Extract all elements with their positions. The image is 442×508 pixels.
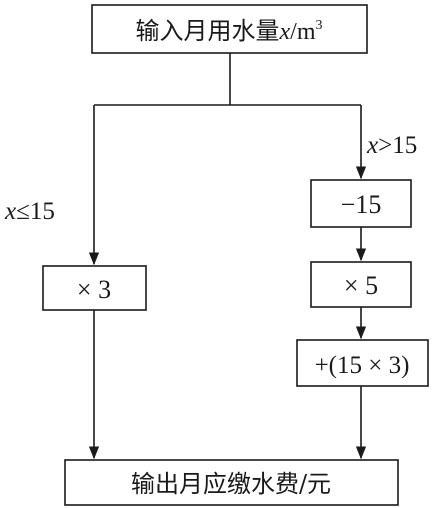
minus15-box: −15 bbox=[310, 179, 412, 228]
minus15-label: −15 bbox=[341, 190, 382, 219]
connectors bbox=[88, 53, 367, 460]
branch-left-label: x≤15 bbox=[4, 198, 55, 225]
plus-box: +(15 × 3) bbox=[296, 339, 429, 387]
output-label: 输出月应缴水费/元 bbox=[131, 470, 331, 498]
input-box: 输入月用水量x/m3 bbox=[91, 4, 368, 54]
input-box-var: x bbox=[279, 19, 291, 45]
times5-label: × 5 bbox=[344, 271, 378, 300]
branch-right-label: x>15 bbox=[366, 132, 417, 159]
times3-box: × 3 bbox=[42, 265, 147, 311]
output-box: 输出月应缴水费/元 bbox=[64, 459, 399, 506]
svg-text:输入月用水量x/m3: 输入月用水量x/m3 bbox=[136, 17, 323, 45]
times3-label: × 3 bbox=[77, 275, 111, 304]
times5-box: × 5 bbox=[310, 261, 412, 308]
input-box-sup: 3 bbox=[316, 18, 323, 33]
input-box-unit: /m bbox=[290, 19, 316, 45]
input-box-label: 输入月用水量 bbox=[136, 17, 280, 45]
plus-label: +(15 × 3) bbox=[315, 352, 410, 379]
